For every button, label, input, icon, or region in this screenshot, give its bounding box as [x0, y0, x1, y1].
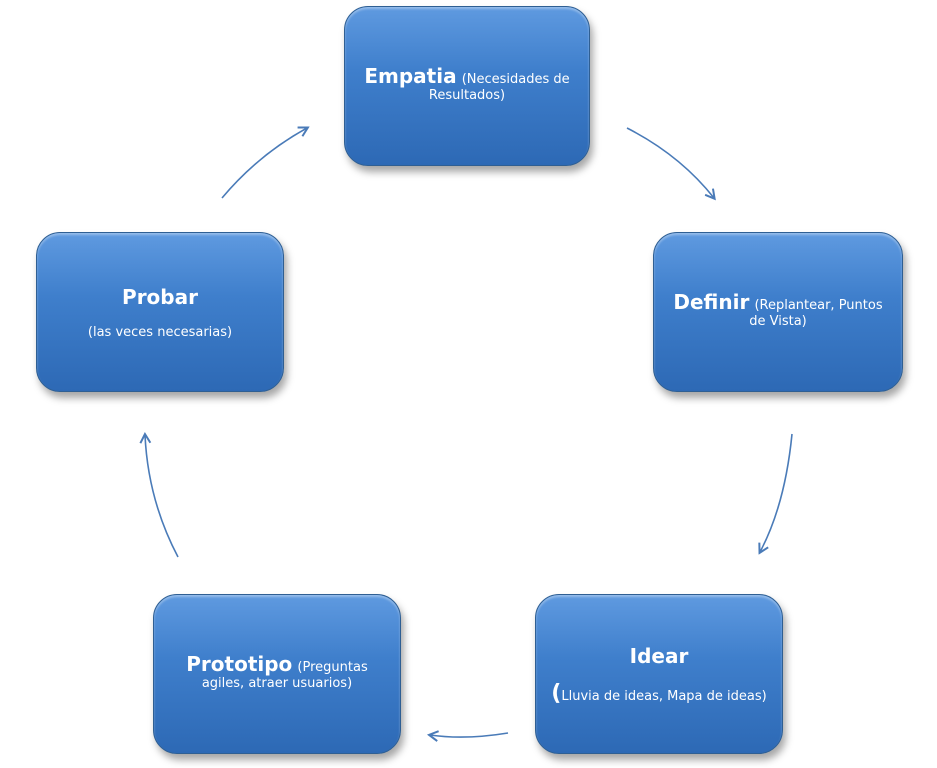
node-prototipo-detail-1: (Preguntas	[297, 660, 368, 675]
node-idear-title: Idear	[629, 643, 689, 668]
node-definir-title: Definir	[673, 290, 750, 314]
arrow-definir-to-idear	[760, 433, 793, 552]
node-idear: Idear (Lluvia de ideas, Mapa de ideas)	[535, 594, 783, 754]
node-idear-paren: (	[551, 680, 562, 706]
node-empatia-detail-2: Resultados)	[428, 88, 506, 103]
node-prototipo-title: Prototipo	[186, 652, 293, 676]
arrow-empatia-to-definir	[626, 127, 714, 198]
node-probar-title: Probar	[122, 284, 198, 309]
node-probar: Probar (las veces necesarias)	[36, 232, 284, 392]
node-prototipo-detail-2: agiles, atraer usuarios)	[201, 676, 353, 691]
node-definir-detail-1: (Replantear, Puntos	[754, 298, 883, 313]
arrow-prototipo-to-probar	[145, 435, 179, 558]
node-idear-detail: Lluvia de ideas, Mapa de ideas)	[561, 688, 767, 704]
node-empatia-title: Empatia	[364, 64, 457, 88]
node-prototipo: Prototipo (Preguntas agiles, atraer usua…	[153, 594, 401, 754]
node-empatia-detail-1: (Necesidades de	[461, 72, 570, 87]
node-probar-detail: (las veces necesarias)	[87, 324, 233, 340]
arrow-probar-to-empatia	[221, 128, 307, 199]
node-definir: Definir (Replantear, Puntos de Vista)	[653, 232, 903, 392]
node-empatia: Empatia (Necesidades de Resultados)	[344, 6, 590, 166]
node-definir-detail-2: de Vista)	[749, 314, 807, 329]
arrow-idear-to-prototipo	[430, 733, 509, 737]
